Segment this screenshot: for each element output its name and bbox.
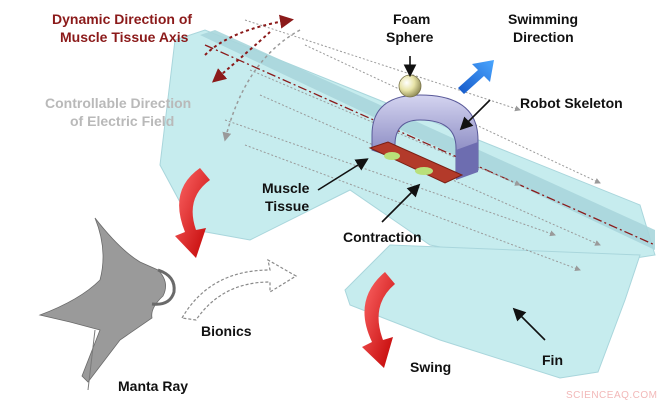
label-muscle-tissue: Muscle Tissue <box>262 180 313 214</box>
watermark: SCIENCEAQ.COM <box>566 390 658 401</box>
label-bionics: Bionics <box>201 323 252 339</box>
robot-body-bar <box>200 30 655 250</box>
manta-ray-icon <box>38 217 176 391</box>
dynamic-axis-arc-2 <box>211 31 271 83</box>
muscle-axis-line <box>204 44 656 246</box>
label-contraction: Contraction <box>343 229 422 245</box>
label-swimming-direction: Swimming Direction <box>508 11 582 45</box>
label-manta-ray: Manta Ray <box>118 378 188 394</box>
lower-fin <box>344 244 641 379</box>
swing-arrow-icon <box>175 168 210 258</box>
label-dynamic-direction: Dynamic Direction of Muscle Tissue Axis <box>52 11 196 45</box>
swing-arrow-icon-lower <box>362 272 395 368</box>
foam-sphere <box>398 74 422 98</box>
robot-skeleton <box>371 94 479 180</box>
pointer-robot-skeleton <box>459 99 491 131</box>
pointer-muscle-tissue <box>317 158 369 191</box>
label-swing: Swing <box>410 359 451 375</box>
label-foam-sphere: Foam Sphere <box>386 11 434 45</box>
muscle-tissue <box>368 141 464 184</box>
dynamic-axis-arc <box>204 14 294 56</box>
controllable-field-arc <box>222 29 301 142</box>
bionics-arrow-icon <box>181 258 298 321</box>
label-controllable-direction: Controllable Direction of Electric Field <box>45 95 195 129</box>
label-fin: Fin <box>542 352 563 368</box>
pointer-contraction <box>381 183 421 223</box>
muscle-patch-2 <box>415 167 433 175</box>
swimming-direction-arrow-icon <box>458 60 494 94</box>
pointer-fin <box>512 307 546 341</box>
muscle-patch-1 <box>384 152 400 160</box>
label-robot-skeleton: Robot Skeleton <box>520 95 623 111</box>
